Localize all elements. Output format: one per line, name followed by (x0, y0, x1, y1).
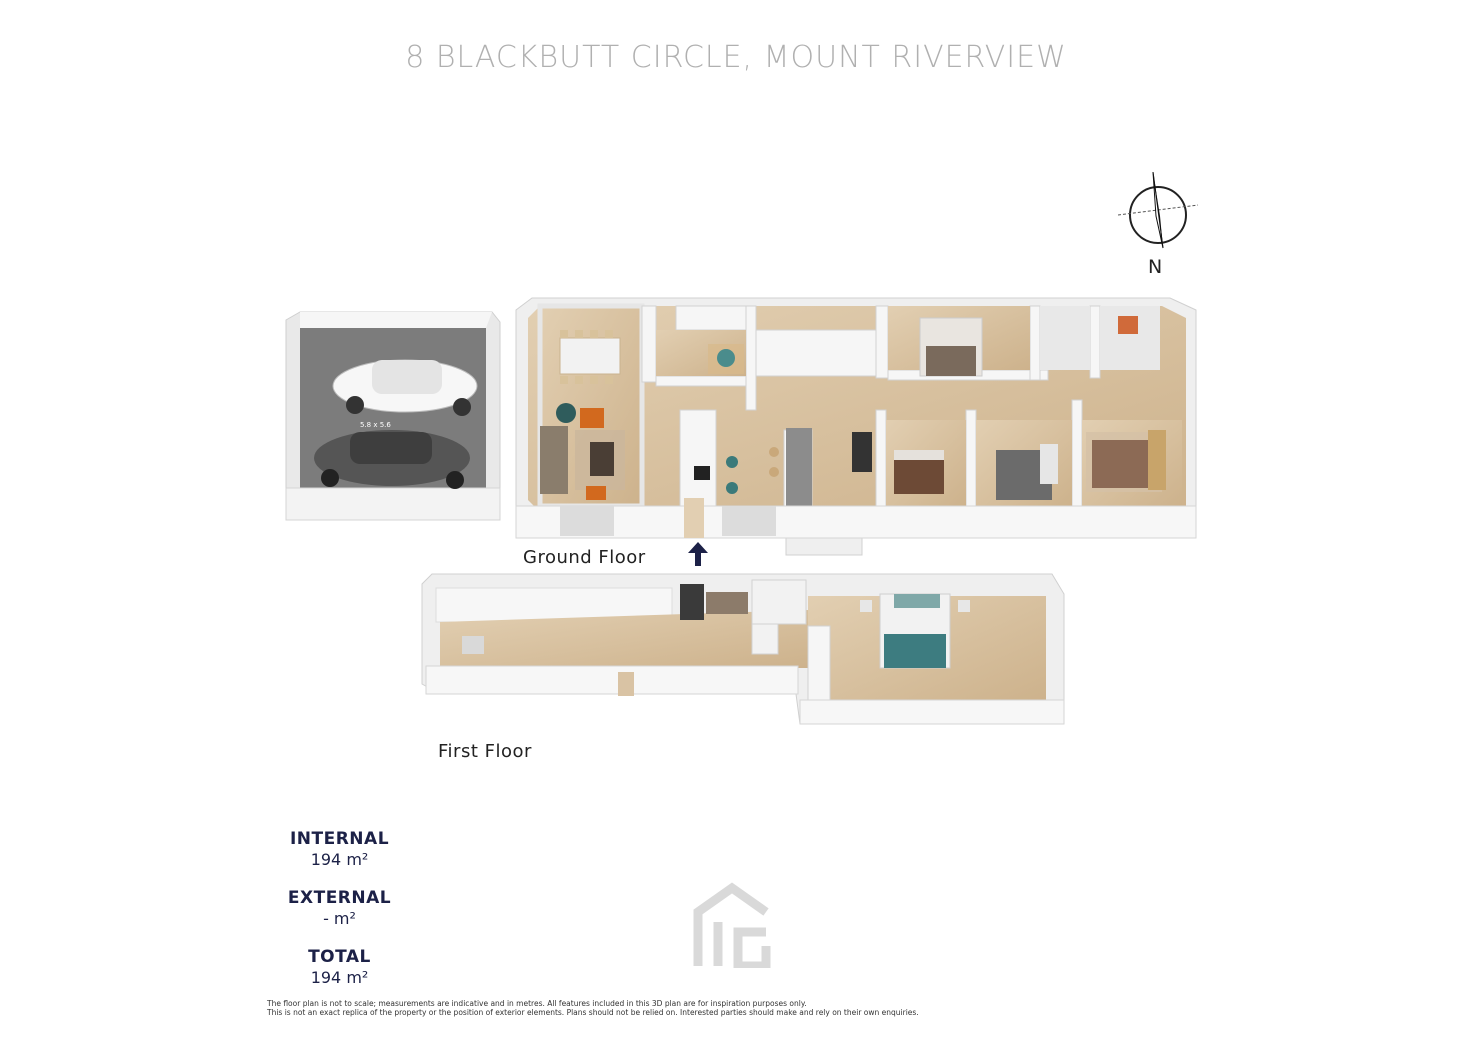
external-area-stat: EXTERNAL - m² (262, 888, 417, 928)
total-area-stat: TOTAL 194 m² (262, 947, 417, 987)
external-area-title: EXTERNAL (287, 888, 392, 908)
entry-arrow-icon (688, 542, 708, 566)
first-floor-label: First Floor (438, 741, 532, 762)
total-area-title: TOTAL (308, 947, 371, 967)
ground-floor (515, 297, 1197, 556)
first-floor (421, 573, 1065, 725)
white-car (332, 359, 478, 416)
property-title: 8 BLACKBUTT CIRCLE, MOUNT RIVERVIEW (405, 40, 1067, 75)
garage-dimension-label: 5.8 x 5.6 (360, 421, 391, 429)
internal-area-stat: INTERNAL 194 m² (262, 829, 417, 869)
internal-area-value: 194 m² (310, 850, 369, 869)
disclaimer-line-1: The floor plan is not to scale; measurem… (267, 999, 807, 1008)
disclaimer: The floor plan is not to scale; measurem… (267, 999, 987, 1017)
compass-icon (1118, 172, 1199, 249)
total-area-value: 194 m² (310, 968, 369, 987)
disclaimer-line-2: This is not an exact replica of the prop… (267, 1008, 919, 1017)
ground-floor-label: Ground Floor (523, 547, 646, 568)
internal-area-title: INTERNAL (289, 829, 390, 849)
brand-logo-icon (693, 882, 771, 968)
dark-car (314, 430, 470, 489)
garage: 5.8 x 5.6 (285, 311, 501, 521)
external-area-value: - m² (323, 909, 356, 928)
compass-north-label: N (1148, 256, 1163, 278)
